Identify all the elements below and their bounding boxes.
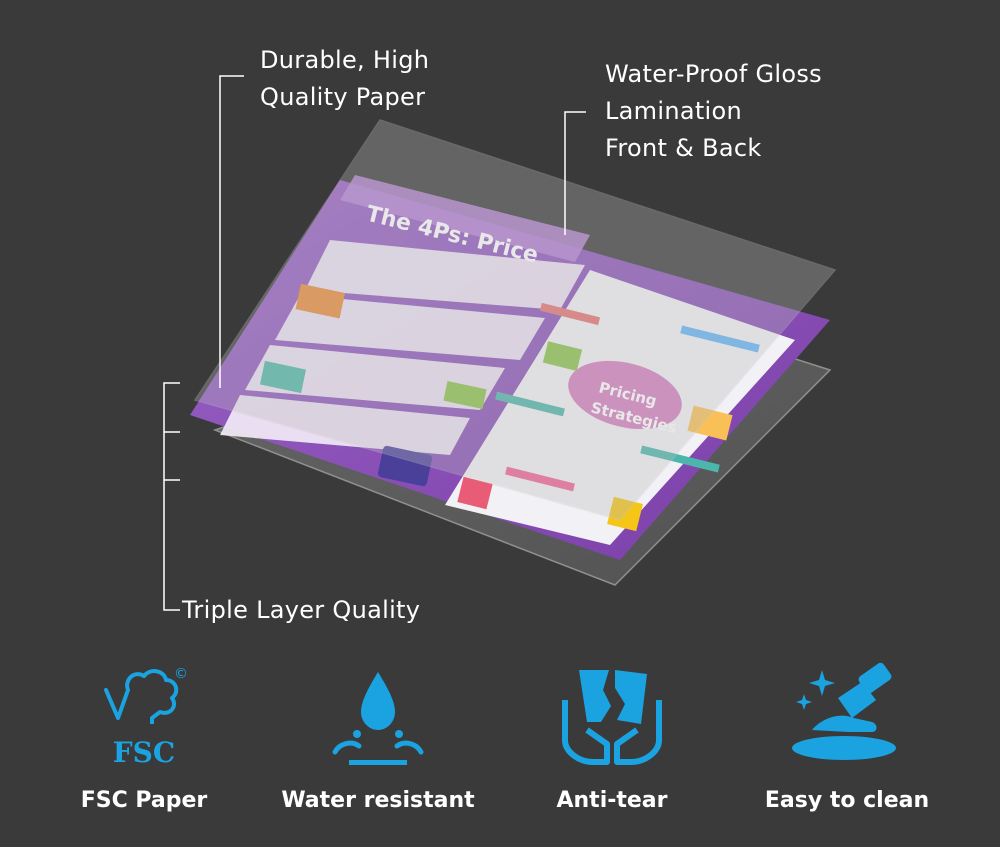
- poster-left-card-3: [245, 345, 505, 410]
- feature-anti-tear-label: Anti-tear: [556, 788, 668, 813]
- fsc-tree-icon: © FSC: [104, 666, 188, 769]
- poster-title-band: [340, 175, 590, 262]
- water-drop-icon: [332, 672, 424, 765]
- layers-callout-text: Triple Layer Quality: [182, 596, 421, 624]
- front-lamination-layer: [193, 119, 837, 521]
- cleaning-hand-icon: [792, 662, 896, 760]
- fsc-icon-text: FSC: [113, 736, 175, 769]
- layers-callout: Triple Layer Quality: [182, 592, 420, 629]
- feature-easy-to-clean: Easy to clean: [732, 660, 962, 813]
- feature-clean-label: Easy to clean: [764, 788, 930, 813]
- poster-left-card-2: [275, 295, 545, 360]
- poster-left-card-1: [305, 240, 585, 310]
- lamination-callout-line: [564, 111, 586, 235]
- feature-anti-tear: Anti-tear: [497, 660, 727, 813]
- lamination-callout-line-3: Front & Back: [605, 134, 762, 162]
- poster-center-blob: [568, 360, 682, 430]
- paper-callout-line-2: Quality Paper: [260, 83, 426, 111]
- layers-bracket-line: [163, 382, 180, 611]
- feature-fsc-label: FSC Paper: [80, 788, 208, 813]
- lamination-callout: Water-Proof Gloss Lamination Front & Bac…: [605, 56, 822, 167]
- lamination-callout-line-1: Water-Proof Gloss: [605, 60, 822, 88]
- feature-water-resistant: Water resistant: [263, 660, 493, 813]
- poster-layers-illustration: The 4Ps: Price Pricing Strategies: [163, 75, 837, 611]
- fsc-mark: ©: [174, 666, 188, 682]
- lamination-callout-line-2: Lamination: [605, 97, 743, 125]
- torn-paper-hands-icon: [562, 670, 662, 765]
- poster-left-card-4: [220, 395, 470, 455]
- paper-callout: Durable, High Quality Paper: [260, 42, 429, 116]
- paper-callout-line: [219, 75, 244, 388]
- paper-callout-line-1: Durable, High: [260, 46, 430, 74]
- feature-water-label: Water resistant: [281, 788, 475, 813]
- feature-fsc-paper: © FSC FSC Paper: [29, 660, 259, 813]
